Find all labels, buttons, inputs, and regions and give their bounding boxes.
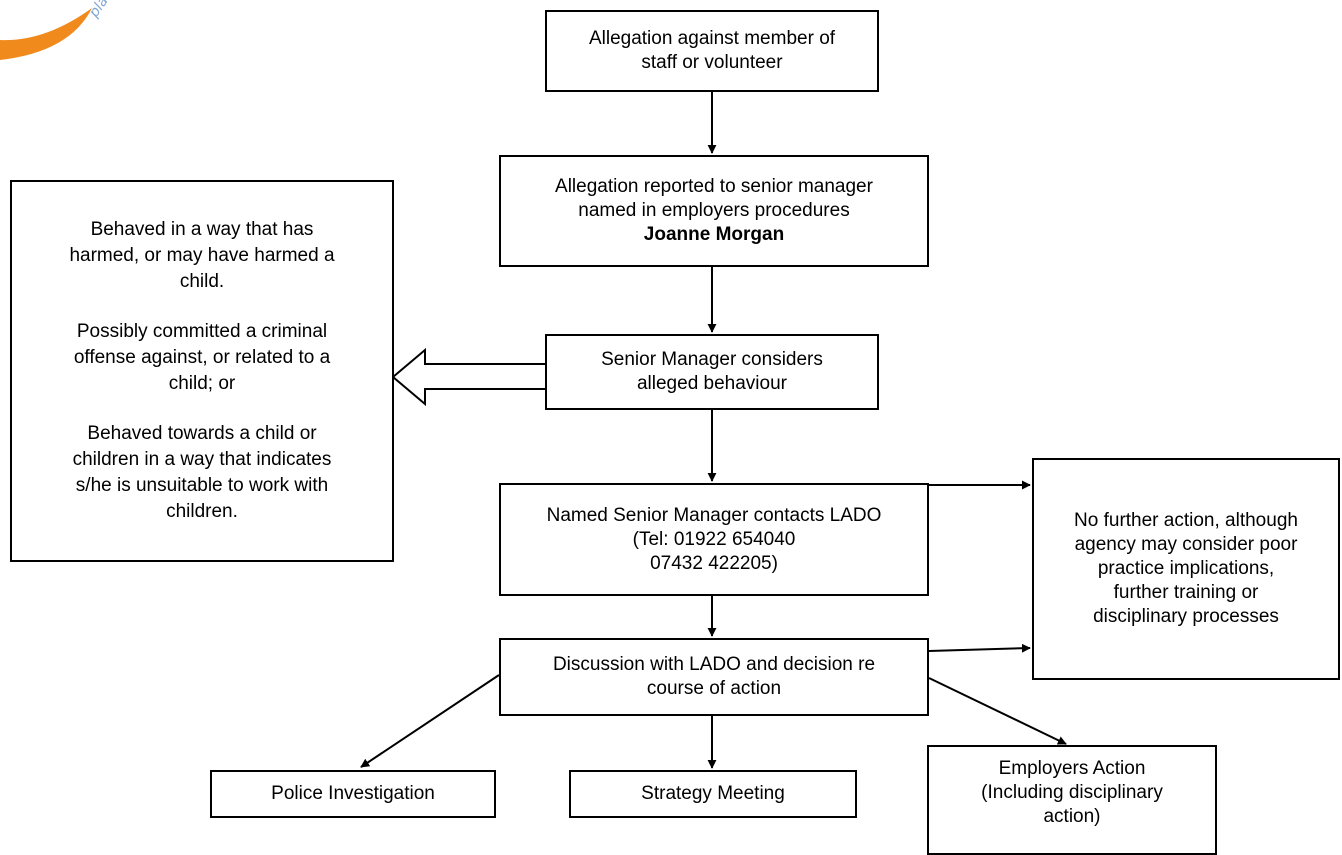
allegation-line2: staff or volunteer xyxy=(641,52,783,73)
contacts-line2: (Tel: 01922 654040 xyxy=(632,528,796,550)
criteria-p2-l2: offense against, or related to a xyxy=(73,347,331,368)
discussion-line2: course of action xyxy=(646,678,782,699)
considers-box: Senior Manager considers alleged behavio… xyxy=(545,334,879,410)
police-investigation-box: Police Investigation xyxy=(210,770,496,818)
arrow-discussion-to-no-further xyxy=(928,643,1031,653)
criteria-p3-l2: children in a way that indicates xyxy=(72,449,332,470)
allegation-box: Allegation against member of staff or vo… xyxy=(545,10,879,92)
no-further-line5: disciplinary processes xyxy=(1093,606,1279,627)
no-further-line4: further training or xyxy=(1113,582,1259,603)
police-label: Police Investigation xyxy=(271,783,435,804)
considers-line2: alleged behaviour xyxy=(636,373,787,394)
criteria-p1-l3: child. xyxy=(179,271,225,292)
criteria-p1-l1: Behaved in a way that has xyxy=(90,219,314,240)
employers-line1: Employers Action xyxy=(998,758,1146,779)
employers-action-box: Employers Action (Including disciplinary… xyxy=(927,745,1217,855)
criteria-p3-l3: s/he is unsuitable to work with xyxy=(75,475,329,496)
employers-line3: action) xyxy=(1043,806,1101,827)
criteria-p2-l1: Possibly committed a criminal xyxy=(76,321,328,342)
criteria-p3-l1: Behaved towards a child or xyxy=(87,423,317,444)
criteria-p2-l3: child; or xyxy=(168,373,236,394)
arrow-discussion-to-employers xyxy=(928,677,1067,745)
block-arrow-to-criteria xyxy=(391,347,545,407)
discussion-box: Discussion with LADO and decision re cou… xyxy=(499,638,929,716)
considers-line1: Senior Manager considers xyxy=(601,349,823,370)
contacts-lado-box: Named Senior Manager contacts LADO (Tel:… xyxy=(499,483,929,596)
reported-box: Allegation reported to senior manager na… xyxy=(499,155,929,267)
logo: pla xyxy=(0,0,112,60)
allegation-line1: Allegation against member of xyxy=(588,28,836,49)
strategy-label: Strategy Meeting xyxy=(641,783,785,804)
no-further-line1: No further action, although xyxy=(1074,510,1298,531)
reported-line1: Allegation reported to senior manager xyxy=(555,176,873,197)
senior-manager-name: Joanne Morgan xyxy=(643,224,785,245)
contacts-line3: 07432 422205) xyxy=(650,552,778,574)
strategy-meeting-box: Strategy Meeting xyxy=(569,770,857,818)
criteria-p3-l4: children. xyxy=(166,501,238,522)
criteria-p1-l2: harmed, or may have harmed a xyxy=(69,245,335,266)
discussion-line1: Discussion with LADO and decision re xyxy=(552,654,876,675)
criteria-panel: Behaved in a way that has harmed, or may… xyxy=(10,180,394,562)
reported-line2: named in employers procedures xyxy=(578,200,850,221)
no-further-line2: agency may consider poor xyxy=(1074,534,1298,555)
employers-line2: (Including disciplinary xyxy=(981,782,1163,803)
arrow-discussion-to-police xyxy=(360,674,500,768)
no-further-line3: practice implications, xyxy=(1097,558,1275,579)
contacts-line1: Named Senior Manager contacts LADO xyxy=(546,504,882,526)
no-further-action-box: No further action, although agency may c… xyxy=(1032,458,1340,680)
